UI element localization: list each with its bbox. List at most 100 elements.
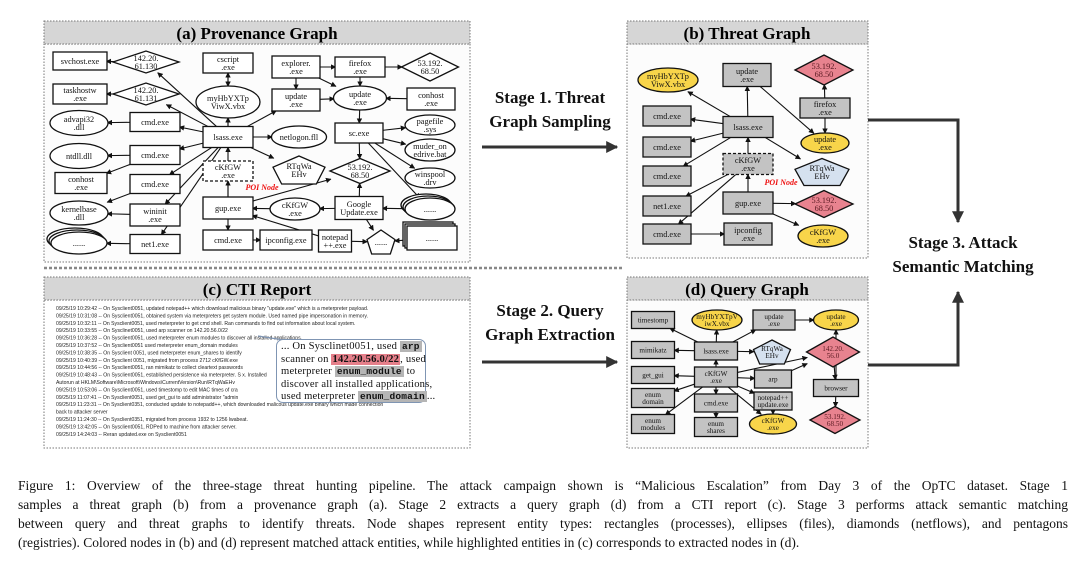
- node-label: net1.exe: [653, 202, 681, 211]
- report-line: 09/25/19 10:48:43 -- On Sysclient0051, e…: [56, 373, 267, 379]
- stage1-line2: Graph Sampling: [489, 112, 611, 131]
- node-rect: gup.exe: [202, 196, 254, 220]
- edge-a31-a35: [374, 142, 416, 169]
- node-stack-ellipse: ......: [46, 227, 108, 255]
- edge-b6-b5: [689, 117, 724, 125]
- node-rect: explorer..exe: [271, 55, 321, 79]
- node-label: cmd.exe: [141, 180, 169, 189]
- report-line: 09/25/19 10:29:42 -- On Sysclient0051, u…: [56, 306, 368, 312]
- stage3-line1: Stage 3. Attack: [908, 233, 1018, 252]
- node-diamond: 142.20.61.130: [110, 50, 182, 74]
- stage1-label: Stage 1. Threat Graph Sampling: [478, 86, 622, 134]
- edge-d10-d8: [736, 355, 808, 374]
- node-pentagon: ......: [366, 229, 396, 255]
- edge-a8-a9: [105, 163, 131, 175]
- stage2-label: Stage 2. Query Graph Extraction: [470, 299, 630, 347]
- report-line: 09/25/19 13:42:05 -- On Sysclient0051, R…: [56, 424, 237, 430]
- node-stack-rect: ......: [402, 221, 458, 251]
- node-label: cmd.exe: [704, 400, 728, 408]
- report-line: 09/25/19 10:38:35 -- On Sysclient 0051, …: [56, 350, 242, 356]
- node-rect: gup.exe: [722, 191, 774, 215]
- node-diamond: 53.192.68.50: [793, 189, 855, 219]
- node-rect: taskhostw.exe: [52, 83, 108, 105]
- report-line: 09/25/19 11:07:41 -- On Sysclient0051, u…: [56, 395, 239, 401]
- callout-text: meterpreter: [281, 366, 335, 378]
- node-rect: sc.exe: [334, 122, 384, 144]
- node-ellipse: netlogon.fll: [270, 125, 328, 149]
- report-line: 09/25/19 10:44:56 -- On Sysclient0051, r…: [56, 365, 243, 371]
- node-rect: net1.exe: [642, 195, 692, 217]
- node-label: cKfGW.exe: [215, 163, 241, 180]
- node-label: gup.exe: [215, 204, 241, 213]
- node-label: conhost.exe: [68, 175, 95, 192]
- node-rect: cKfGW.exe: [693, 366, 739, 388]
- node-label: 53.192.68.50: [824, 413, 846, 428]
- report-line: 09/25/19 10:53:06 -- On Sysclient0051, u…: [56, 387, 238, 393]
- node-rect: cmd.exe: [202, 229, 254, 251]
- node-diamond: 53.192.68.50: [400, 52, 460, 82]
- node-label: gup.exe: [735, 199, 761, 208]
- node-ellipse: pagefile.sys: [404, 114, 456, 136]
- node-diamond: 142.20.56.0: [805, 336, 861, 368]
- edge-b13-b17: [772, 213, 800, 226]
- callout-text: to: [403, 366, 416, 378]
- edge-b6-b1: [687, 91, 731, 118]
- node-label: cmd.exe: [214, 236, 242, 245]
- node-rect: cmd.exe: [642, 136, 692, 158]
- edge-a36-a39: [365, 218, 374, 231]
- node-label: pagefile.sys: [417, 117, 444, 134]
- highlighted-entity: 142.20.56.0/22: [331, 353, 401, 365]
- edge-a10-a11: [106, 192, 132, 204]
- node-rect: cmd.exe: [642, 105, 692, 127]
- node-ellipse: cKfGW.exe: [748, 413, 798, 435]
- node-label: taskhostw.exe: [63, 86, 96, 103]
- report-line: 09/25/19 11:23:31 -- On Sysclient0351, c…: [56, 402, 383, 408]
- report-line: 09/25/19 14:24:03 -- Reran updated.exe o…: [56, 432, 187, 438]
- callout-line: discover all installed applications,: [281, 379, 432, 392]
- callout-text: used meterpreter: [281, 391, 358, 403]
- node-label: 142.20.61.130: [134, 54, 159, 71]
- node-label: 142.20.61.131: [134, 86, 159, 103]
- edge-d10-d17: [664, 386, 704, 416]
- node-label: 53.192.68.50: [812, 196, 837, 213]
- edge-a17-a4: [165, 104, 209, 128]
- node-label: 142.20.56.0: [822, 345, 844, 360]
- node-rect: lsass.exe: [722, 115, 774, 139]
- node-label: cKfGW.exe: [735, 156, 761, 173]
- node-rect: mimikatz: [630, 340, 676, 360]
- caption-line: between query and threat graphs to ident…: [18, 516, 1068, 531]
- node-label: update.exe: [764, 313, 783, 328]
- node-label: arp: [768, 376, 778, 384]
- edge-a31-a37: [367, 142, 421, 199]
- edge-d10-d15: [736, 385, 756, 394]
- edge-a17-a10: [168, 146, 213, 176]
- node-dashed-rect: cKfGW.exe: [722, 152, 774, 176]
- node-label: cKfGW.exe: [810, 228, 836, 245]
- node-rect: ipconfig.exe: [259, 229, 313, 251]
- node-label: cmd.exe: [141, 118, 169, 127]
- callout-line: meterpreter enum_module to: [281, 366, 421, 379]
- node-rect: cscript.exe: [202, 52, 254, 74]
- node-stack-ellipse: ......: [400, 193, 456, 221]
- edge-d6-d3: [732, 329, 757, 343]
- stage3-arrow-top: [868, 118, 964, 224]
- callout-line: scanner on 142.20.56.0/22, used: [281, 353, 426, 367]
- node-label: lsass.exe: [703, 348, 728, 356]
- pipeline-diagram: (a) Provenance Graph (b) Threat Graph (c…: [43, 20, 964, 449]
- callout-text: discover all installed applications,: [281, 378, 433, 390]
- node-dashed-rect: cKfGW.exe: [202, 160, 254, 182]
- node-label: ......: [426, 234, 438, 243]
- node-label: lsass.exe: [733, 123, 763, 132]
